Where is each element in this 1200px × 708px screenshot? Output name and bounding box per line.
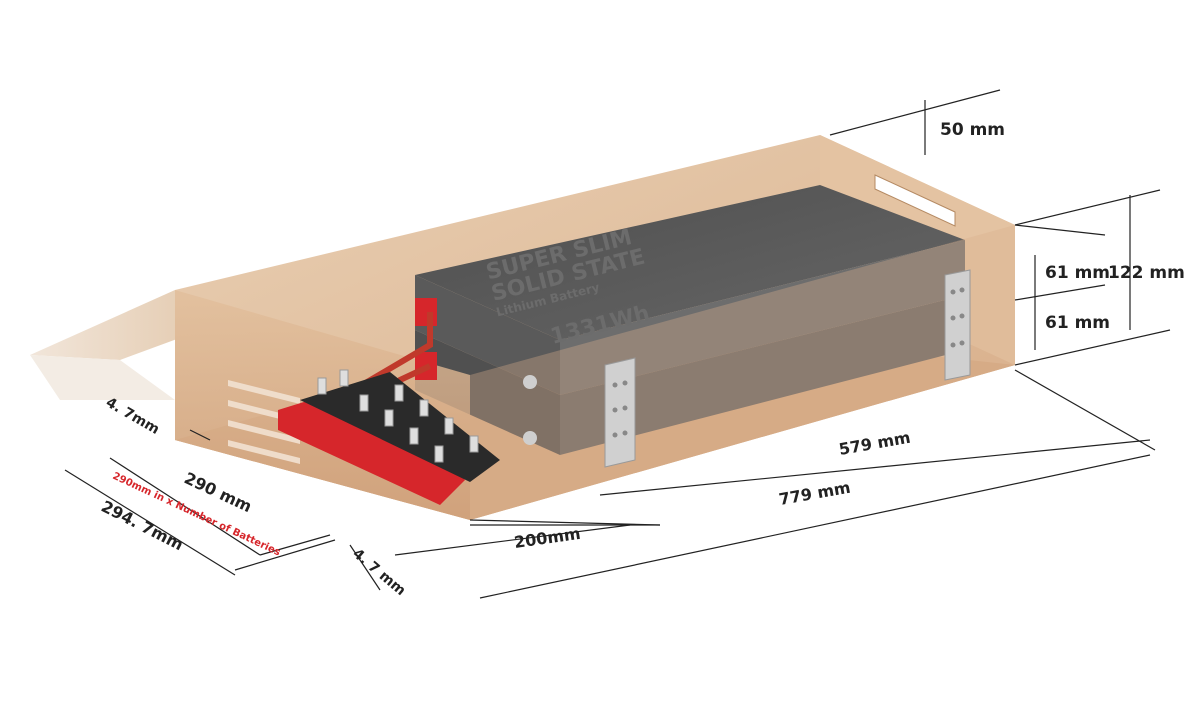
dim-front-space: 200mm <box>513 524 582 552</box>
battery-brackets <box>604 269 971 468</box>
dim-outer-length: 779 mm <box>777 478 852 509</box>
dimension-lines <box>64 89 1171 599</box>
box-lid-shadow <box>30 355 175 400</box>
dim-side-wall: 4. 7mm <box>103 395 162 438</box>
dim-front-wall: 4. 7 mm <box>349 546 408 599</box>
black-busbar <box>300 372 500 482</box>
upper-battery-front <box>415 275 560 395</box>
lower-battery-side <box>560 295 965 455</box>
dim-battery-lower: 61 mm <box>1045 313 1110 333</box>
bracket-bolts <box>612 287 965 438</box>
busbar-studs <box>317 369 479 463</box>
dim-top-gap: 50 mm <box>940 120 1005 140</box>
upper-battery-side <box>560 240 965 395</box>
handle-slot <box>874 174 956 227</box>
vent-slots <box>228 380 300 464</box>
dim-inner-length: 579 mm <box>837 428 912 459</box>
dim-battery-upper: 61 mm <box>1045 263 1110 283</box>
dim-total-height: 122 mm <box>1108 263 1185 283</box>
lower-battery-front <box>415 330 560 455</box>
upper-battery-top <box>415 185 965 340</box>
box-lid <box>30 290 215 360</box>
